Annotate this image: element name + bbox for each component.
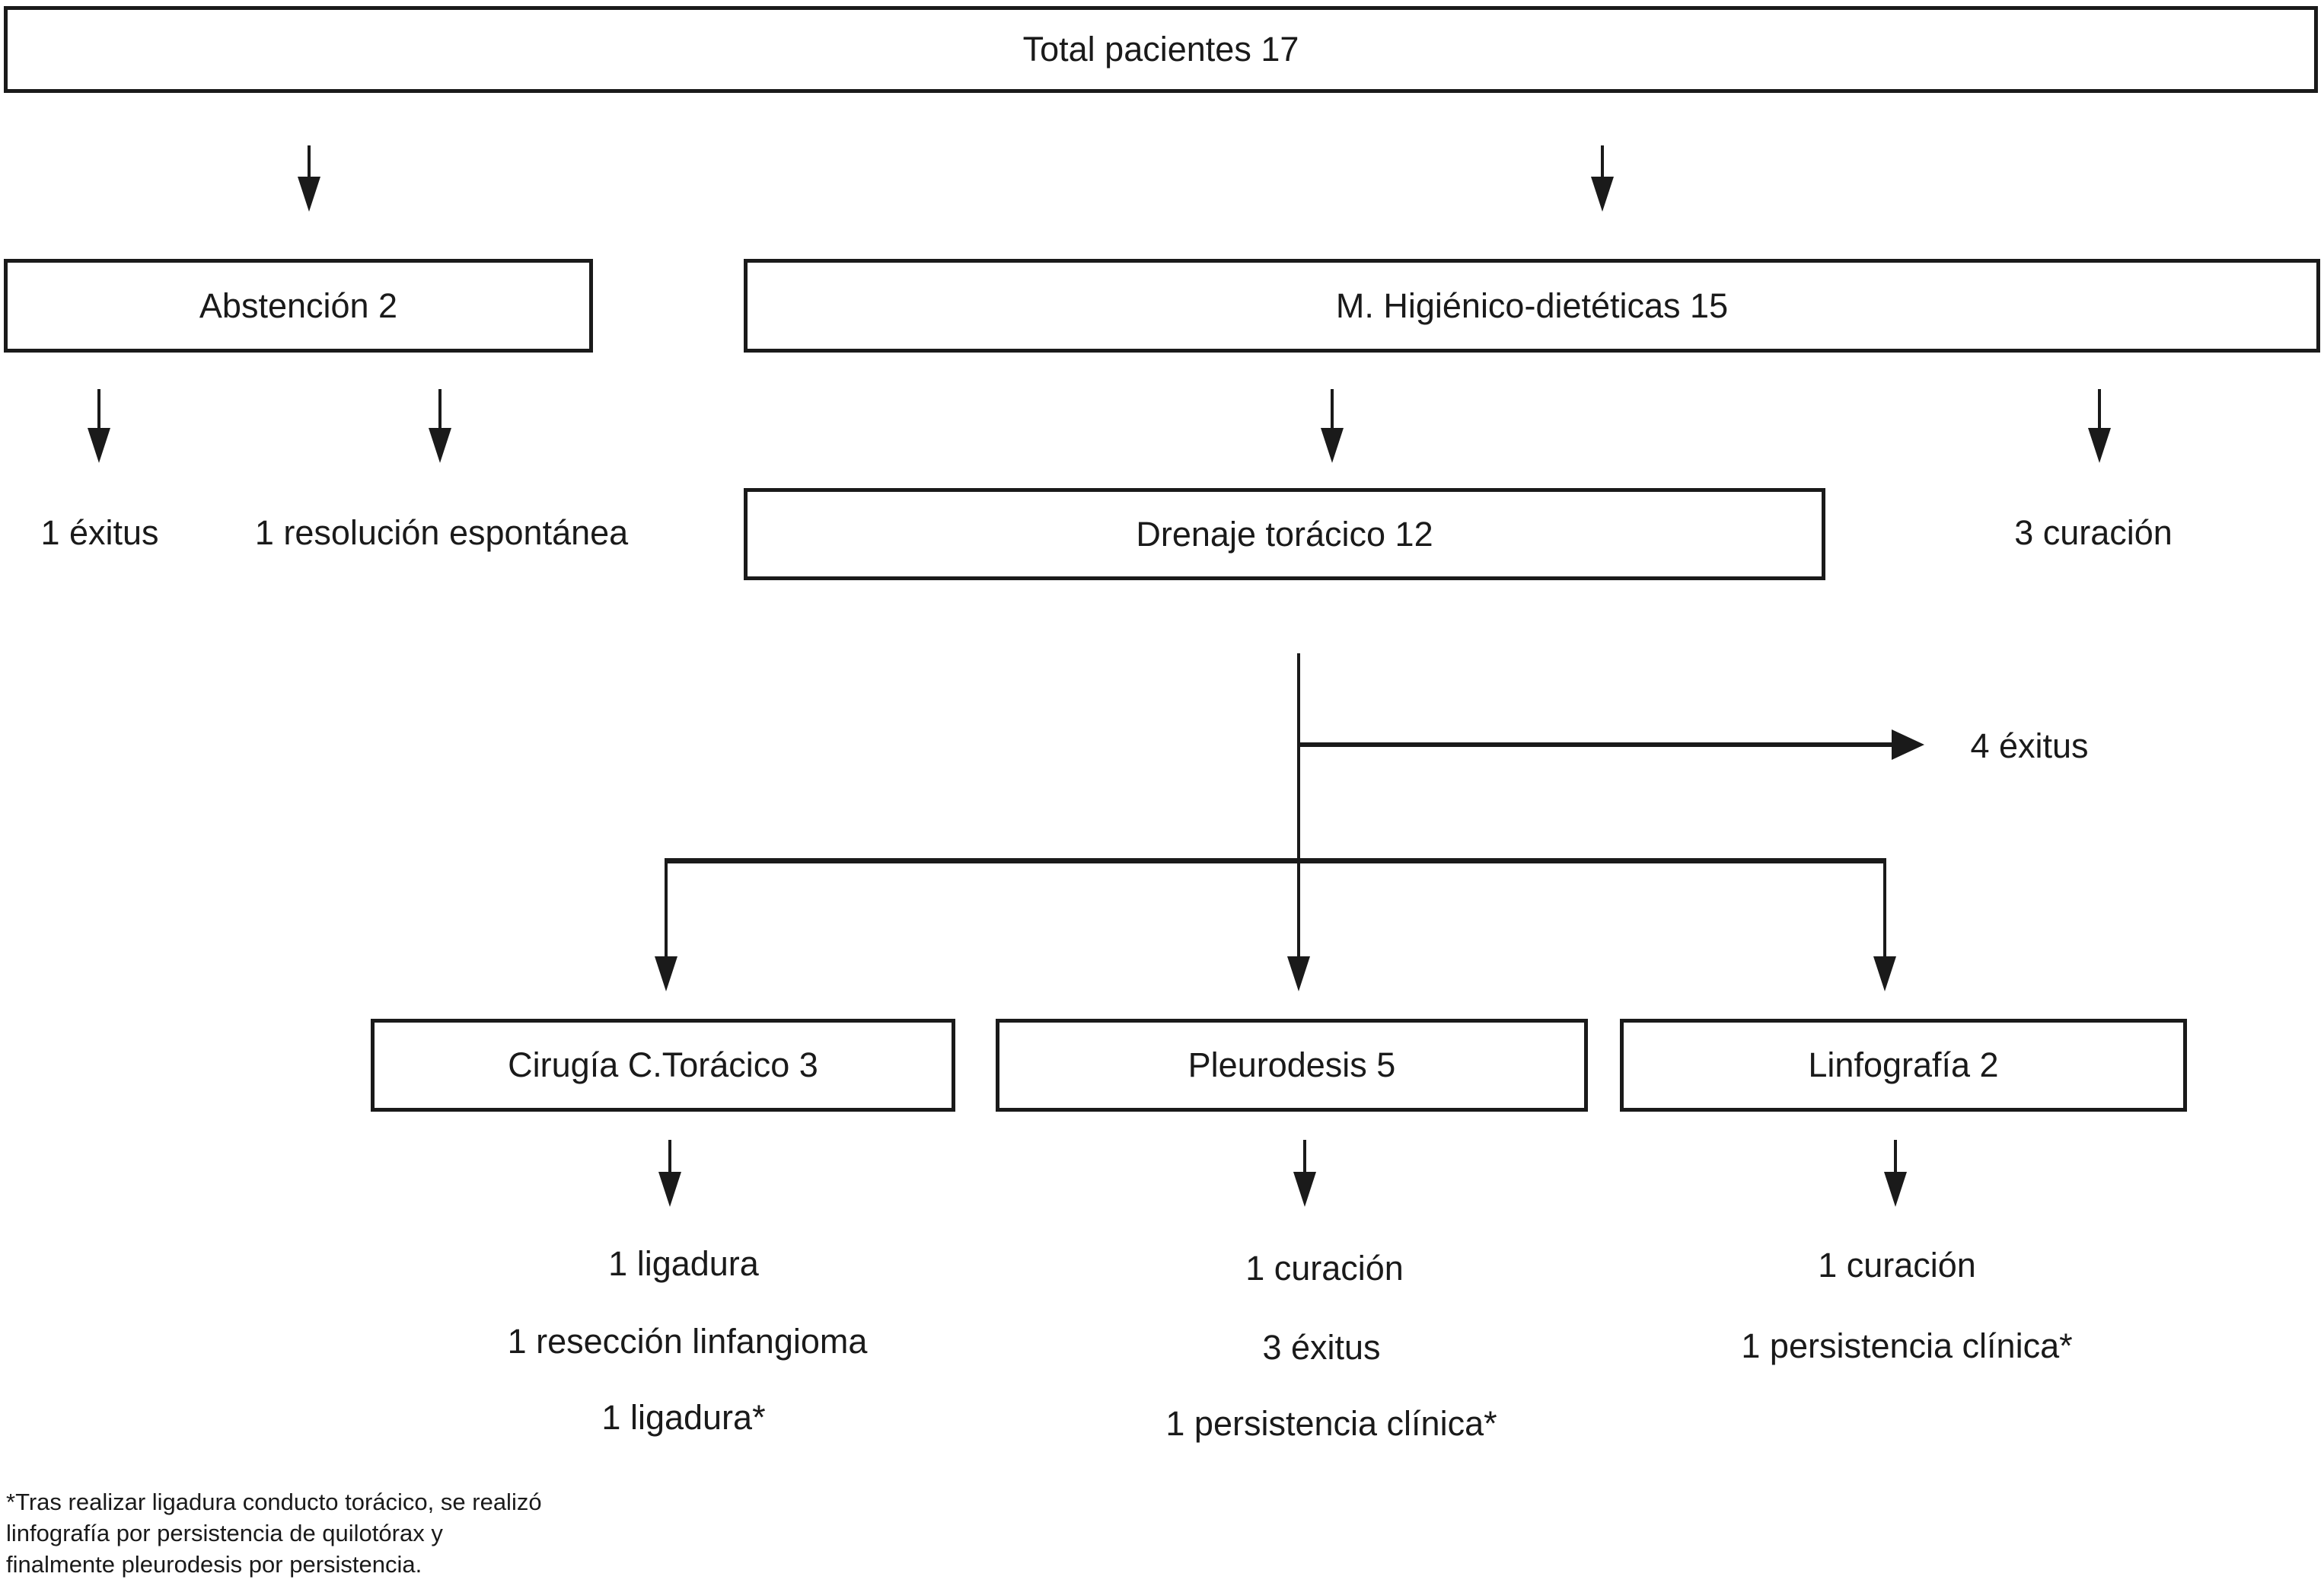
drenaje-toracico-label: Drenaje torácico 12	[1136, 514, 1433, 554]
arrow-shaft	[1303, 1140, 1306, 1172]
arrow-shaft	[1299, 742, 1892, 747]
arrowhead-down-icon	[88, 428, 110, 463]
arrowhead-down-icon	[1293, 1172, 1316, 1207]
arrow-shaft	[2098, 389, 2101, 428]
pleurodesis-label: Pleurodesis 5	[1188, 1045, 1396, 1084]
linfografia-outcome-1: 1 curación	[1818, 1246, 1976, 1285]
linfografia-outcome-2: 1 persistencia clínica*	[1741, 1326, 2073, 1365]
arrow-cirugia-to-outcomes	[658, 1140, 681, 1207]
arrow-shaft	[1331, 389, 1334, 428]
footnote-line-1: *Tras realizar ligadura conducto torácic…	[6, 1489, 542, 1515]
connector-vertical-main	[1297, 653, 1300, 956]
arrowhead-right-icon	[1892, 729, 1924, 760]
arrowhead-down-icon	[1591, 177, 1614, 212]
pleurodesis-outcome-3: 1 persistencia clínica*	[1165, 1404, 1497, 1443]
arrow-higienico-to-drenaje	[1321, 389, 1344, 463]
connector-horizontal-low	[665, 858, 1886, 863]
arrow-total-to-abstencion	[298, 145, 320, 212]
arrowhead-down-icon	[1873, 956, 1896, 991]
arrow-shaft	[668, 1140, 671, 1172]
arrow-linfografia-to-outcomes	[1884, 1140, 1907, 1207]
higienico-dieteticas-label: M. Higiénico-dietéticas 15	[1335, 286, 1729, 325]
arrowhead-down-icon	[1287, 956, 1310, 991]
arrow-shaft	[97, 389, 100, 428]
abstencion-outcome-exitus: 1 éxitus	[40, 513, 159, 552]
arrow-drenaje-to-exitus4	[1299, 729, 1924, 760]
arrowhead-down-icon	[658, 1172, 681, 1207]
arrow-shaft	[438, 389, 442, 428]
arrow-shaft	[1894, 1140, 1897, 1172]
arrowhead-down-icon	[298, 177, 320, 212]
arrowhead-down-icon	[1321, 428, 1344, 463]
arrow-abstencion-to-resolucion	[429, 389, 451, 463]
higienico-outcome-curacion: 3 curación	[2014, 513, 2173, 552]
connector-vertical-right	[1883, 858, 1886, 956]
arrowhead-down-icon	[429, 428, 451, 463]
total-pacientes-label: Total pacientes 17	[1022, 30, 1299, 69]
pleurodesis-outcome-2: 3 éxitus	[1262, 1328, 1381, 1367]
pleurodesis-box: Pleurodesis 5	[996, 1019, 1588, 1112]
arrow-abstencion-to-exitus	[88, 389, 110, 463]
abstencion-outcome-resolucion: 1 resolución espontánea	[254, 513, 629, 552]
drenaje-outcome-exitus4: 4 éxitus	[1970, 726, 2089, 765]
higienico-dieteticas-box: M. Higiénico-dietéticas 15	[744, 259, 2320, 353]
pleurodesis-outcome-1: 1 curación	[1245, 1249, 1404, 1288]
footnote: *Tras realizar ligadura conducto torácic…	[6, 1486, 542, 1580]
arrowhead-down-icon	[655, 956, 677, 991]
connector-vertical-left	[665, 858, 668, 956]
footnote-line-3: finalmente pleurodesis por persistencia.	[6, 1551, 422, 1578]
cirugia-outcome-3: 1 ligadura*	[601, 1398, 766, 1437]
arrowhead-down-icon	[1884, 1172, 1907, 1207]
cirugia-box: Cirugía C.Torácico 3	[371, 1019, 955, 1112]
total-pacientes-box: Total pacientes 17	[4, 6, 2318, 93]
linfografia-label: Linfografía 2	[1808, 1045, 1999, 1084]
abstencion-label: Abstención 2	[199, 286, 398, 325]
arrow-shaft	[1601, 145, 1604, 177]
arrow-higienico-to-curacion	[2088, 389, 2111, 463]
abstencion-box: Abstención 2	[4, 259, 593, 353]
linfografia-box: Linfografía 2	[1620, 1019, 2187, 1112]
arrow-pleurodesis-to-outcomes	[1293, 1140, 1316, 1207]
arrowhead-down-icon	[2088, 428, 2111, 463]
arrow-total-to-higienico	[1591, 145, 1614, 212]
cirugia-outcome-1: 1 ligadura	[608, 1244, 759, 1283]
arrow-shaft	[308, 145, 311, 177]
cirugia-label: Cirugía C.Torácico 3	[508, 1045, 818, 1084]
footnote-line-2: linfografía por persistencia de quilotór…	[6, 1520, 443, 1546]
cirugia-outcome-2: 1 resección linfangioma	[507, 1322, 868, 1361]
drenaje-toracico-box: Drenaje torácico 12	[744, 488, 1825, 580]
